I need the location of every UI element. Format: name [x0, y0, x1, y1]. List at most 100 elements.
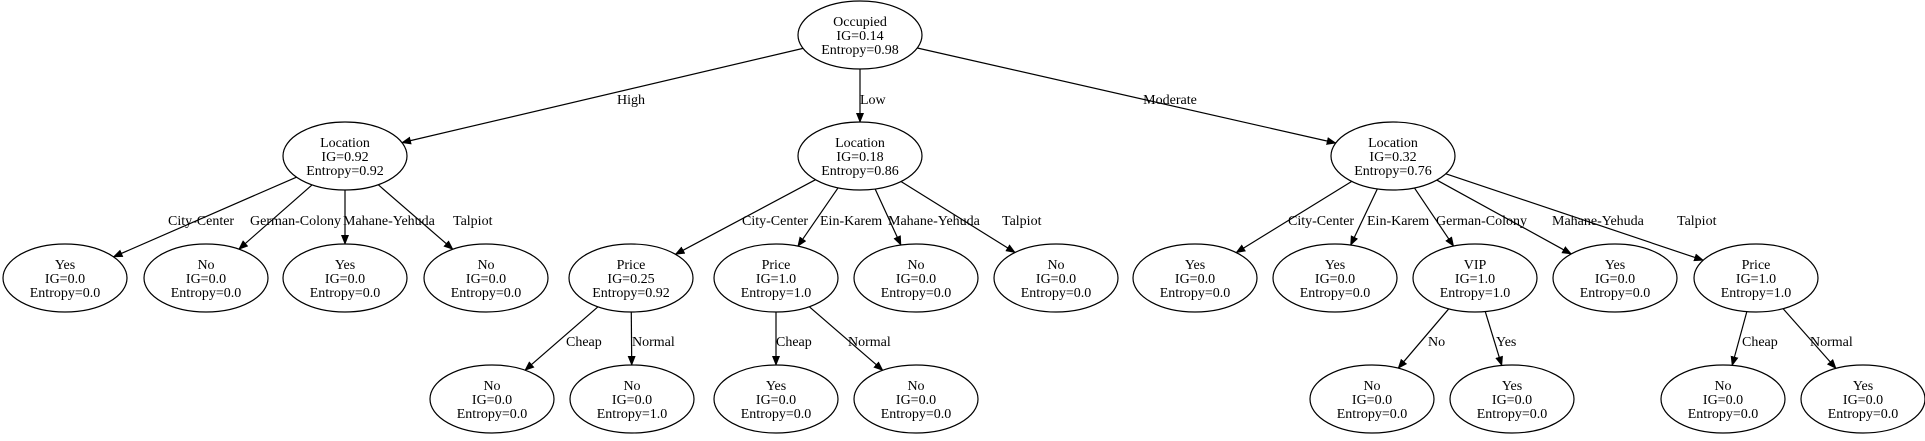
- node-line: Entropy=0.0: [881, 286, 952, 301]
- node-ellipse: [1330, 121, 1456, 191]
- edge-high-h_cc: [112, 176, 297, 258]
- node-ellipse: [1132, 243, 1258, 313]
- edge-label-mod-m_tp: Talpiot: [1677, 214, 1717, 229]
- node-line: Price: [762, 258, 791, 273]
- node-ellipse: [282, 243, 408, 313]
- node-ellipse: [1309, 364, 1435, 434]
- node-ellipse: [713, 364, 839, 434]
- node-line: No: [907, 258, 924, 273]
- node-line: IG=0.0: [1175, 272, 1215, 287]
- edge-label-l_ek-lek_normal: Normal: [848, 335, 891, 350]
- node-line: Yes: [1605, 258, 1625, 273]
- node-line: Entropy=0.0: [1337, 407, 1408, 422]
- node-line: IG=0.0: [896, 393, 936, 408]
- node-line: Entropy=0.0: [1688, 407, 1759, 422]
- node-line: IG=0.25: [607, 272, 654, 287]
- node-line: Entropy=0.0: [171, 286, 242, 301]
- node-line: IG=0.0: [1492, 393, 1532, 408]
- node-line: Yes: [55, 258, 75, 273]
- edge-mod-m_gc: [1413, 187, 1455, 247]
- node-line: IG=1.0: [756, 272, 796, 287]
- edge-m_tp-mtp_normal: [1782, 308, 1837, 370]
- edge-m_gc-mgc_no: [1397, 308, 1450, 369]
- edge-low-l_cc: [674, 179, 816, 255]
- edge-m_tp-mtp_cheap: [1730, 311, 1748, 367]
- node-ellipse: [1412, 243, 1538, 313]
- node-line: IG=0.14: [836, 29, 883, 44]
- node-line: Entropy=0.86: [821, 164, 899, 179]
- node-line: Yes: [766, 379, 786, 394]
- edge-low-l_tp: [900, 181, 1016, 254]
- node-line: IG=1.0: [1736, 272, 1776, 287]
- edge-label-low-l_my: Mahane-Yehuda: [888, 214, 981, 229]
- node-line: Occupied: [833, 15, 887, 30]
- edge-label-l_cc-lcc_cheap: Cheap: [566, 335, 602, 350]
- edge-label-high-h_tp: Talpiot: [453, 214, 493, 229]
- node-ellipse: [993, 243, 1119, 313]
- node-ellipse: [713, 243, 839, 313]
- edge-high-h_tp: [377, 184, 454, 250]
- node-ellipse: [1693, 243, 1819, 313]
- node-line: Entropy=0.0: [451, 286, 522, 301]
- node-line: Price: [1742, 258, 1771, 273]
- node-line: Entropy=0.0: [741, 407, 812, 422]
- node-line: IG=0.0: [1595, 272, 1635, 287]
- node-line: IG=0.0: [1315, 272, 1355, 287]
- edge-mod-m_cc: [1235, 180, 1353, 254]
- node-line: IG=0.18: [836, 150, 883, 165]
- node-line: Entropy=0.0: [1580, 286, 1651, 301]
- node-ellipse: [1552, 243, 1678, 313]
- node-line: IG=0.0: [1036, 272, 1076, 287]
- edge-label-low-l_ek: Ein-Karem: [820, 214, 882, 229]
- node-line: Yes: [1853, 379, 1873, 394]
- node-line: Entropy=0.92: [306, 164, 384, 179]
- node-line: No: [1363, 379, 1380, 394]
- node-line: Entropy=0.0: [1021, 286, 1092, 301]
- node-ellipse: [568, 243, 694, 313]
- node-line: No: [1047, 258, 1064, 273]
- edge-label-low-l_tp: Talpiot: [1002, 214, 1042, 229]
- edge-low-l_ek: [797, 187, 839, 248]
- node-line: IG=0.32: [1369, 150, 1416, 165]
- edge-label-root-high: High: [617, 93, 645, 108]
- edge-label-root-low: Low: [860, 93, 887, 108]
- node-line: VIP: [1464, 258, 1487, 273]
- edge-high-h_gc: [238, 184, 313, 250]
- edge-l_ek-lek_normal: [808, 306, 884, 371]
- edge-m_gc-mgc_yes: [1484, 311, 1503, 367]
- edge-label-m_tp-mtp_normal: Normal: [1810, 335, 1853, 350]
- edge-label-l_cc-lcc_normal: Normal: [632, 335, 675, 350]
- edge-low-l_my: [874, 188, 902, 246]
- edge-l_cc-lcc_cheap: [524, 306, 599, 371]
- node-line: IG=0.0: [756, 393, 796, 408]
- node-line: Entropy=0.0: [1477, 407, 1548, 422]
- node-ellipse: [797, 121, 923, 191]
- edge-mod-m_tp: [1445, 173, 1705, 262]
- node-ellipse: [282, 121, 408, 191]
- node-line: No: [197, 258, 214, 273]
- node-line: IG=0.0: [1843, 393, 1883, 408]
- node-line: IG=0.92: [321, 150, 368, 165]
- node-line: Entropy=0.0: [457, 407, 528, 422]
- node-line: Location: [835, 136, 885, 151]
- node-line: Entropy=0.0: [1300, 286, 1371, 301]
- node-line: IG=1.0: [1455, 272, 1495, 287]
- node-ellipse: [1800, 364, 1925, 434]
